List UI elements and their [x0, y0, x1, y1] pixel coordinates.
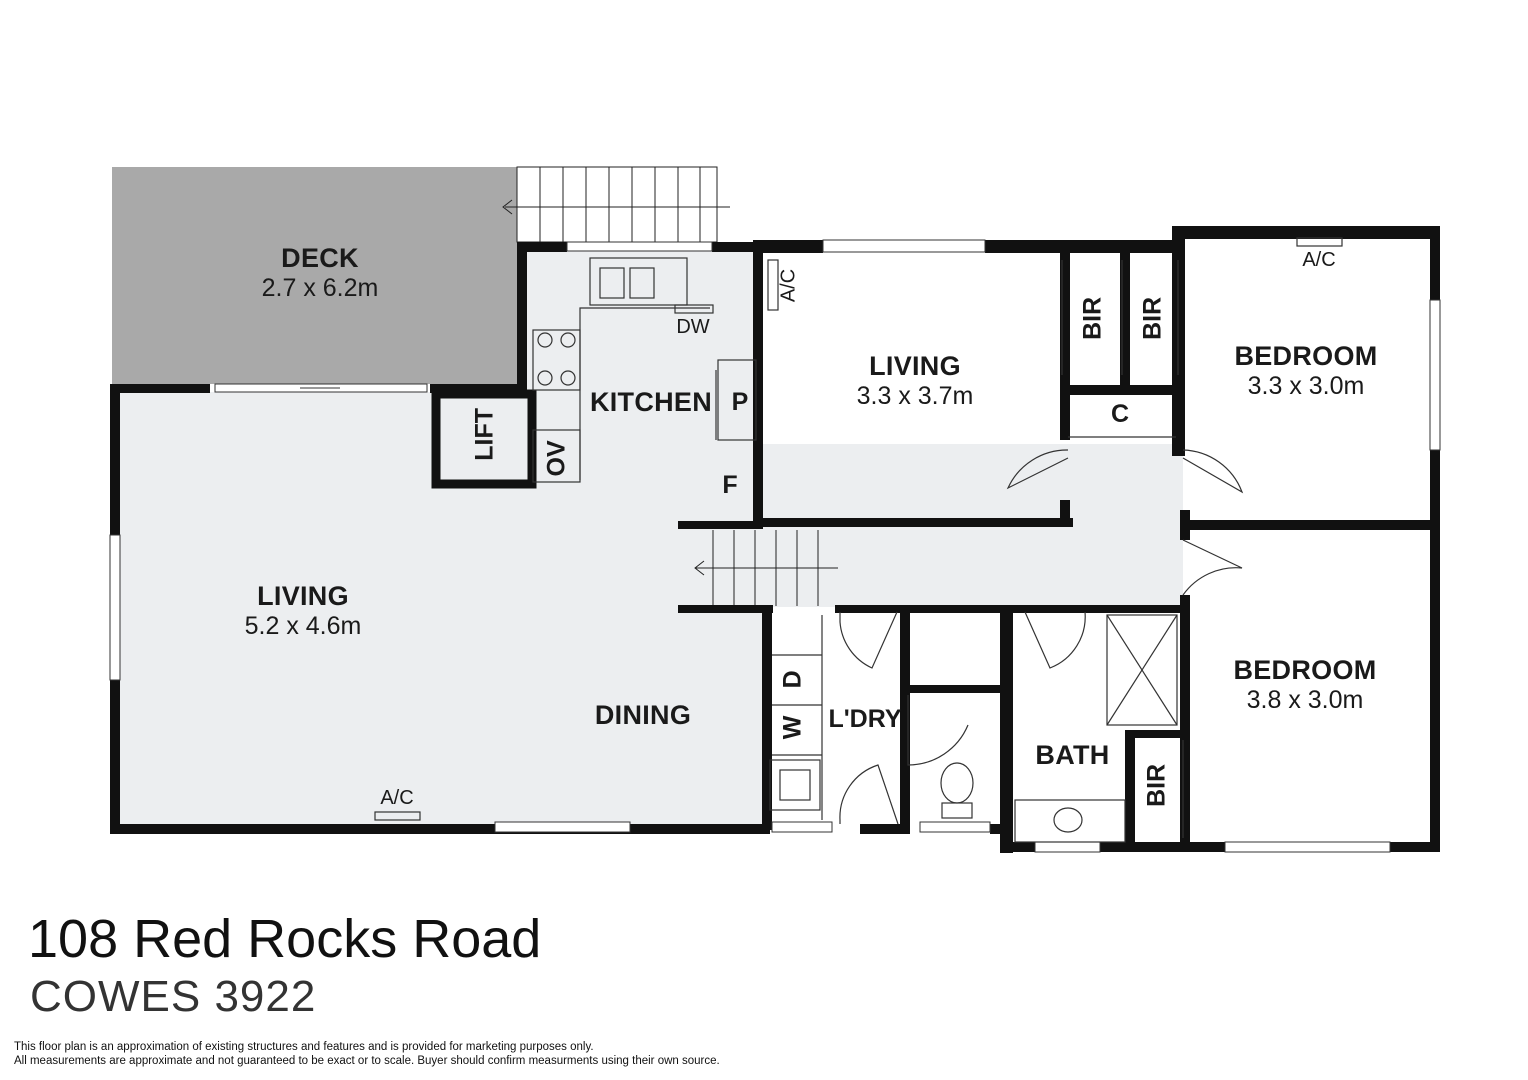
- room-laundry: L'DRY: [828, 705, 902, 733]
- room-size: 3.8 x 3.0m: [1246, 686, 1364, 715]
- room-size: 3.3 x 3.0m: [1247, 372, 1365, 401]
- room-name: LIVING: [869, 351, 961, 381]
- doors: [715, 260, 1244, 838]
- label-washer: W: [778, 715, 807, 740]
- internal-stair-treads: [694, 530, 838, 606]
- disclaimer-line-2: All measurements are approximate and not…: [14, 1055, 720, 1068]
- deck-floor: [112, 167, 517, 384]
- label-dryer: D: [778, 670, 807, 689]
- room-living-main: LIVING 5.2 x 4.6m: [203, 581, 403, 641]
- room-size: 5.2 x 4.6m: [244, 612, 362, 641]
- disclaimer: This floor plan is an approximation of e…: [14, 1040, 720, 1069]
- property-suburb: COWES 3922: [30, 972, 317, 1021]
- label-pantry: P: [731, 388, 749, 416]
- room-bedroom-2: BEDROOM 3.8 x 3.0m: [1205, 655, 1405, 715]
- room-name: DECK: [281, 243, 359, 273]
- label-ac-bedroom: A/C: [1302, 249, 1336, 271]
- label-bir-1: BIR: [1078, 296, 1107, 340]
- room-kitchen: KITCHEN: [589, 387, 713, 417]
- room-size: 2.7 x 6.2m: [261, 274, 379, 303]
- label-bir-2: BIR: [1138, 296, 1167, 340]
- room-name: LIVING: [257, 581, 349, 611]
- label-lift: LIFT: [470, 408, 499, 461]
- room-bath: BATH: [1035, 740, 1110, 770]
- kitchen-fixtures: [374, 237, 1343, 843]
- label-bir-3: BIR: [1142, 763, 1171, 807]
- room-name: BEDROOM: [1234, 341, 1378, 371]
- room-living-2: LIVING 3.3 x 3.7m: [815, 351, 1015, 411]
- walls: [110, 226, 1440, 853]
- windows: [109, 239, 1441, 853]
- stairs-deck: [516, 166, 718, 243]
- laundry-tub: [769, 759, 821, 811]
- room-bedroom-1: BEDROOM 3.3 x 3.0m: [1206, 341, 1406, 401]
- label-ac-kitchen: A/C: [777, 268, 800, 303]
- room-name: BEDROOM: [1233, 655, 1377, 685]
- room-size: 3.3 x 3.7m: [856, 382, 974, 411]
- kitchen-sink: [589, 257, 688, 306]
- label-oven: OV: [542, 440, 571, 477]
- disclaimer-line-1: This floor plan is an approximation of e…: [14, 1041, 594, 1053]
- label-fridge: F: [722, 471, 738, 499]
- basin: [1014, 799, 1126, 843]
- label-cupboard: C: [1110, 400, 1130, 428]
- label-ac-living: A/C: [380, 787, 414, 809]
- room-dining: DINING: [594, 700, 692, 730]
- room-deck: DECK 2.7 x 6.2m: [220, 243, 420, 303]
- deck-stair-treads: [502, 167, 730, 242]
- toilet: [940, 762, 974, 804]
- label-dishwasher: DW: [676, 316, 710, 338]
- property-address: 108 Red Rocks Road: [28, 909, 542, 969]
- floor-plan: [109, 166, 1441, 853]
